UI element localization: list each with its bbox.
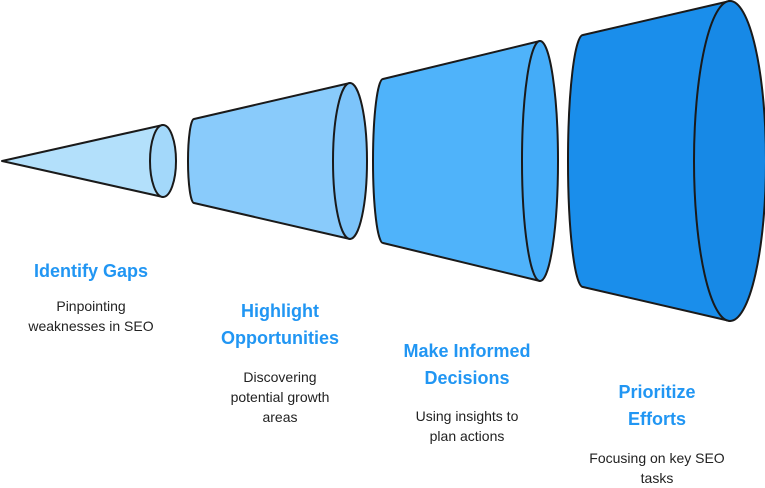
segment-identify-gaps: [1, 124, 177, 198]
funnel-segment-body: [567, 0, 731, 322]
funnel-segment-cap: [149, 124, 177, 198]
funnel-segment-cap: [693, 0, 765, 322]
segment-highlight-opportunities: [187, 82, 368, 240]
funnel-segment-body: [372, 40, 541, 282]
funnel-segment-body: [1, 124, 164, 198]
segment-prioritize-efforts: [567, 0, 765, 322]
stage-title: Make Informed Decisions: [403, 341, 531, 388]
stage-prioritize-efforts: Prioritize Efforts Focusing on key SEO t…: [567, 379, 747, 488]
stage-identify-gaps: Identify Gaps Pinpointing weaknesses in …: [11, 258, 171, 336]
segment-make-informed-decisions: [372, 40, 559, 282]
funnel-segment-cap: [332, 82, 368, 240]
stage-description: Pinpointing weaknesses in SEO: [28, 298, 154, 334]
stage-highlight-opportunities: Highlight Opportunities Discovering pote…: [190, 298, 370, 427]
stage-make-informed-decisions: Make Informed Decisions Using insights t…: [377, 338, 557, 446]
stage-description: Using insights to plan actions: [415, 408, 519, 444]
stage-title: Highlight Opportunities: [221, 301, 339, 348]
funnel-segment-body: [187, 82, 351, 240]
stage-description: Focusing on key SEO tasks: [589, 450, 725, 486]
stage-description: Discovering potential growth areas: [230, 369, 330, 425]
stage-title: Identify Gaps: [33, 261, 149, 281]
stage-title: Prioritize Efforts: [618, 382, 696, 429]
funnel-segment-cap: [521, 40, 559, 282]
